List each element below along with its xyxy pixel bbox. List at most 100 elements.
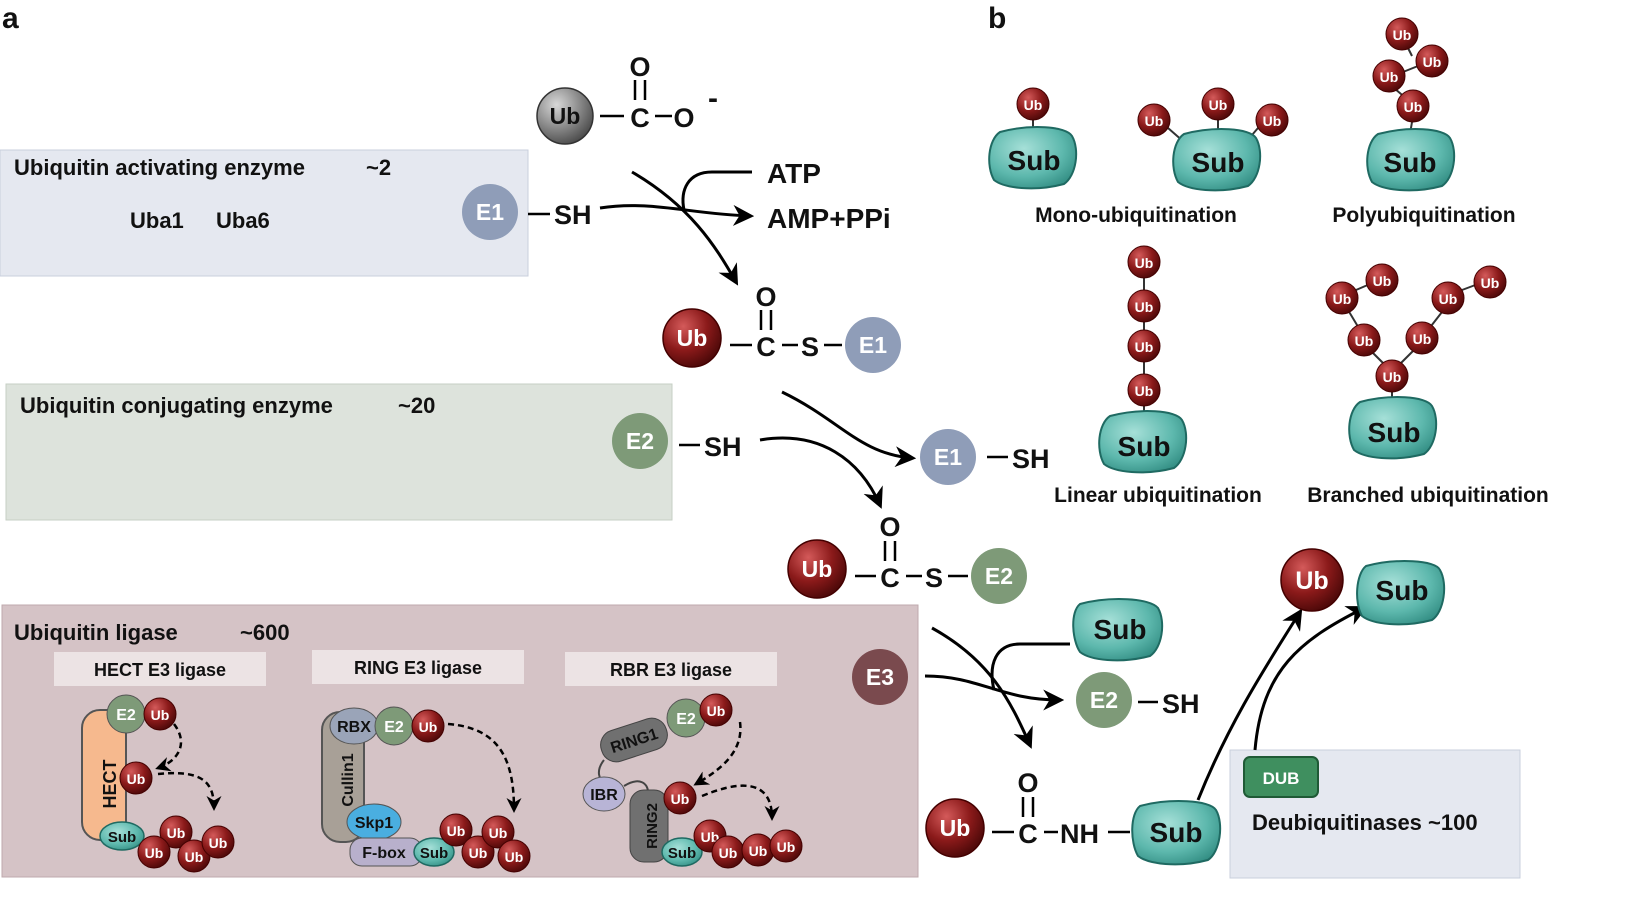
ub-label: Ub xyxy=(505,849,524,865)
ub-label: Ub xyxy=(802,556,833,582)
e2-label: E2 xyxy=(626,428,654,454)
sub-blob xyxy=(413,837,455,867)
sub-blob xyxy=(1348,396,1438,460)
atom-nh: NH xyxy=(1060,819,1099,849)
e2-circle xyxy=(612,413,668,469)
ub-label: Ub xyxy=(1393,27,1412,43)
e2-label: E2 xyxy=(676,711,696,728)
atom-o: O xyxy=(629,52,650,82)
rbr-subtype-label: RBR E3 ligase xyxy=(610,660,732,680)
ring2-domain xyxy=(629,789,669,863)
ub-label: Ub xyxy=(1380,69,1399,85)
e2-circle xyxy=(1076,672,1132,728)
atom-o: O xyxy=(673,103,694,133)
type-branched-label: Branched ubiquitination xyxy=(1307,484,1549,507)
type-mono-label: Mono-ubiquitination xyxy=(1035,204,1237,227)
sub-label: Sub xyxy=(420,845,448,862)
dub-shape-label: DUB xyxy=(1263,769,1300,788)
dub-shape xyxy=(1243,756,1319,798)
ring-subtype-box xyxy=(312,650,524,684)
ub-label: Ub xyxy=(1263,113,1282,129)
e2-title: Ubiquitin conjugating enzyme xyxy=(20,393,333,418)
ub-circle xyxy=(1325,281,1359,315)
e2-count: ~20 xyxy=(398,393,435,418)
e2-label: E2 xyxy=(384,719,404,736)
ub-circle xyxy=(461,835,495,869)
fbox-label: F-box xyxy=(362,845,406,862)
sub-blob xyxy=(1131,800,1222,866)
sub-blob xyxy=(988,126,1078,190)
ub-circle xyxy=(769,829,803,863)
ub-label: Ub xyxy=(145,845,164,861)
sub-label: Sub xyxy=(1150,817,1203,848)
ub-label: Ub xyxy=(749,843,768,859)
ub-circle xyxy=(1365,263,1399,297)
ub-circle xyxy=(1415,44,1449,78)
ub-label: Ub xyxy=(940,815,971,841)
ub-circle xyxy=(1127,245,1161,279)
ub-circle xyxy=(1375,359,1409,393)
arrow-to-e2-thioester xyxy=(759,436,883,509)
ub-label: Ub xyxy=(707,703,726,719)
charge-minus: - xyxy=(708,82,718,115)
arrow-dub-to-sub xyxy=(1253,606,1368,751)
ub-circle xyxy=(1347,323,1381,357)
sh-label: SH xyxy=(554,200,592,230)
e1-name-uba6: Uba6 xyxy=(216,208,270,233)
ub-label: Ub xyxy=(677,325,708,351)
e2-label: E2 xyxy=(985,563,1013,589)
ub-label: Ub xyxy=(209,835,228,851)
e2-box xyxy=(5,383,673,521)
ub-label: Ub xyxy=(777,839,796,855)
ub-label: Ub xyxy=(1373,273,1392,289)
type-poly-label: Polyubiquitination xyxy=(1332,204,1515,227)
ub-label: Ub xyxy=(1135,383,1154,399)
ring2-label: RING2 xyxy=(644,803,661,849)
ub-circle xyxy=(1385,17,1419,51)
ub-label: Ub xyxy=(701,829,720,845)
ub-circle xyxy=(1201,87,1235,121)
ub-circle xyxy=(1405,321,1439,355)
arrow-sub-in xyxy=(990,642,1070,691)
ub-circle xyxy=(1372,59,1406,93)
amp-label: AMP+PPi xyxy=(767,203,891,234)
dashed-arrow xyxy=(447,722,522,813)
ub-circle xyxy=(787,539,847,599)
ub-label: Ub xyxy=(419,719,438,735)
arrow-ub-to-e1 xyxy=(631,170,739,286)
e1-box xyxy=(0,149,529,277)
atp-label: ATP xyxy=(767,158,821,189)
sub-blob xyxy=(99,821,145,851)
atom-o: O xyxy=(755,282,776,312)
panel-b-label: b xyxy=(988,2,1006,35)
ub-circle xyxy=(201,825,235,859)
dashed-arrow xyxy=(157,771,222,811)
ub-label: Ub xyxy=(1383,369,1402,385)
ub-circle xyxy=(1016,87,1050,121)
ibr-label: IBR xyxy=(590,787,618,804)
sub-label: Sub xyxy=(108,829,136,846)
e1-count: ~2 xyxy=(366,155,391,180)
ub-circle xyxy=(1431,281,1465,315)
ub-label: Ub xyxy=(1423,54,1442,70)
atom-c: C xyxy=(756,332,776,362)
ub-circle xyxy=(119,761,153,795)
ub-circle xyxy=(439,813,473,847)
e2-label: E2 xyxy=(1090,687,1118,713)
e3-circle xyxy=(852,649,908,705)
arrow-atp xyxy=(681,170,752,211)
sub-label: Sub xyxy=(1118,431,1171,462)
e1-label: E1 xyxy=(934,444,962,470)
ub-circle xyxy=(481,815,515,849)
dashed-arrow xyxy=(701,784,780,821)
ibr-domain xyxy=(582,776,626,812)
ub-free-label: Ub xyxy=(550,103,581,129)
sub-blob xyxy=(1072,598,1164,662)
ub-circle xyxy=(137,835,171,869)
ub-label: Ub xyxy=(185,849,204,865)
e3-count: ~600 xyxy=(240,620,290,645)
sub-blob xyxy=(661,837,703,867)
dub-label: Deubiquitinases ~100 xyxy=(1252,810,1478,835)
ub-circle xyxy=(411,709,445,743)
dashed-arrow xyxy=(693,721,742,786)
